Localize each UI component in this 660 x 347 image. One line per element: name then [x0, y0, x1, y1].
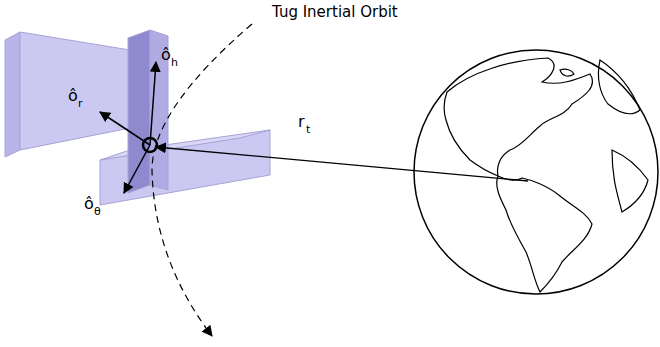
- orbit-path: [152, 24, 252, 336]
- vector-subscript: t: [306, 124, 310, 135]
- orbit-label: Tug Inertial Orbit: [272, 5, 398, 20]
- axis-symbol: ô: [161, 47, 171, 63]
- vector-symbol: r: [298, 114, 305, 130]
- tug-spacecraft: [5, 30, 270, 205]
- position-vector: [156, 147, 528, 181]
- body-axes: [100, 62, 156, 193]
- axis-subscript: θ: [94, 206, 101, 217]
- axis-subscript: r: [78, 98, 83, 109]
- tug-center: [143, 138, 157, 152]
- axis-symbol: ô: [68, 88, 78, 104]
- earth-globe: [414, 50, 658, 294]
- axis-symbol: ô: [84, 196, 94, 212]
- axis-subscript: h: [171, 57, 178, 68]
